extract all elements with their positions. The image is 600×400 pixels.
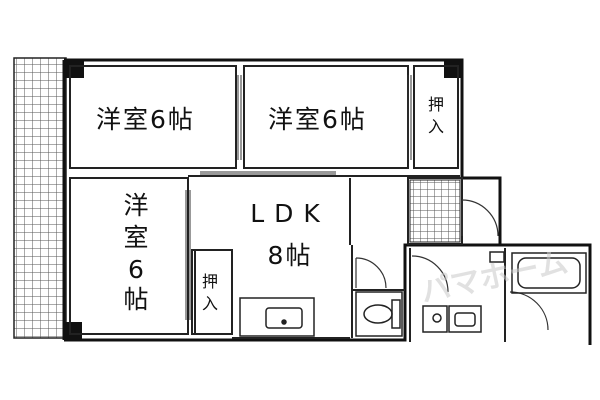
watermark-logo: パマホーム — [418, 245, 571, 310]
svg-text:洋: 洋 — [123, 191, 150, 220]
room-label-top-left: 洋室6帖 — [96, 105, 195, 134]
washbasin-icon — [422, 305, 482, 333]
interior-walls — [69, 65, 506, 342]
svg-text:入: 入 — [202, 294, 218, 313]
svg-text:入: 入 — [428, 117, 444, 136]
svg-text:押: 押 — [428, 95, 444, 114]
room-label-top-right: 洋室6帖 — [268, 105, 367, 134]
room-label-ldk-size: 8帖 — [268, 241, 313, 270]
toilet-icon — [355, 291, 403, 337]
door-marks — [185, 75, 412, 320]
closet-label-top-right: 押 入 — [428, 95, 444, 136]
svg-text:帖: 帖 — [123, 285, 150, 314]
sink-icon — [239, 297, 315, 337]
door-swing-icon — [355, 199, 549, 331]
svg-text:押: 押 — [202, 272, 218, 291]
svg-text:室: 室 — [123, 223, 150, 252]
entrance — [409, 179, 461, 243]
balcony — [13, 57, 67, 339]
room-label-left: 洋 室 6 帖 — [123, 191, 150, 314]
room-label-ldk: LDK — [250, 199, 330, 228]
svg-text:6: 6 — [128, 255, 146, 284]
bathtub-icon — [489, 251, 587, 294]
closet-label-center: 押 入 — [202, 272, 218, 313]
